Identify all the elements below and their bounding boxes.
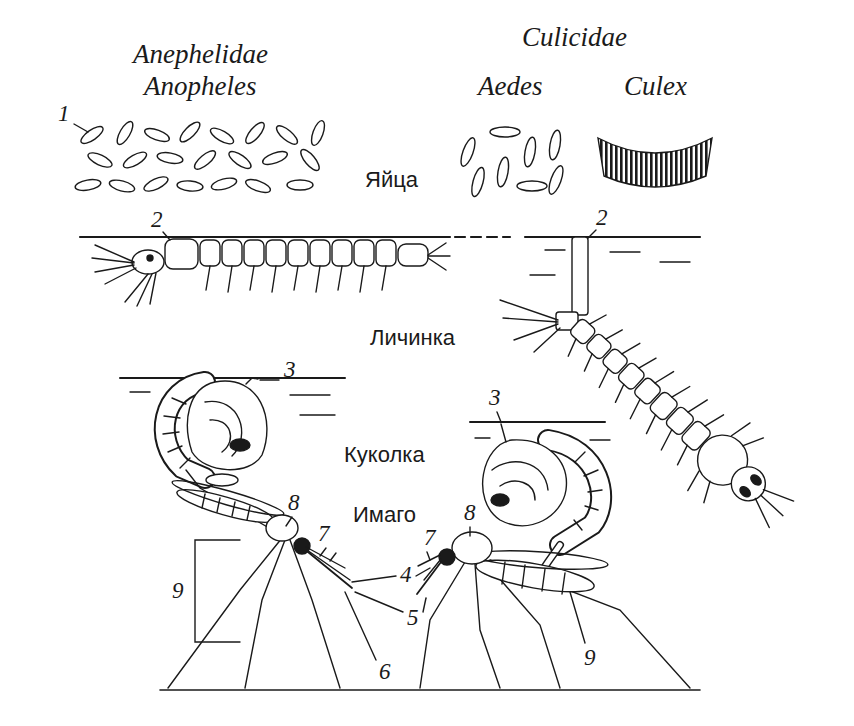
anopheles-pupa: [163, 378, 267, 486]
stage-label: Имаго: [353, 503, 416, 527]
stage-label: Яйца: [365, 168, 418, 192]
callout-number: 9: [172, 578, 184, 603]
culex-adult: [417, 532, 690, 688]
culex-egg-raft: [598, 138, 712, 187]
callout-number: 3: [284, 357, 296, 382]
callout-number: 2: [151, 207, 163, 232]
anopheles-eggs: [74, 119, 327, 195]
stage-label: Куколка: [344, 443, 425, 467]
ground-line: [160, 689, 700, 691]
anopheles-larva: [92, 239, 450, 306]
family-name: Culicidae: [522, 23, 627, 53]
stage-label: Личинка: [370, 326, 455, 350]
anopheles-adult: [168, 470, 352, 688]
callout-number: 6: [379, 659, 391, 684]
genus-name: Anopheles: [144, 72, 256, 102]
callout-number: 4: [400, 562, 412, 587]
aedes-eggs: [458, 127, 566, 198]
callout-number: 1: [58, 101, 70, 126]
callout-number: 7: [424, 525, 436, 550]
genus-name: Aedes: [478, 72, 542, 102]
callout-number: 3: [489, 385, 501, 410]
genus-name: Culex: [624, 72, 687, 102]
leader-lines: [74, 124, 596, 660]
callout-number: 7: [318, 521, 330, 546]
family-name: Anephelidae: [133, 40, 268, 70]
callout-number: 5: [407, 605, 419, 630]
callout-number: 9: [584, 645, 596, 670]
callout-number: 2: [596, 205, 608, 230]
callout-number: 8: [464, 500, 476, 525]
callout-number: 8: [288, 490, 300, 515]
